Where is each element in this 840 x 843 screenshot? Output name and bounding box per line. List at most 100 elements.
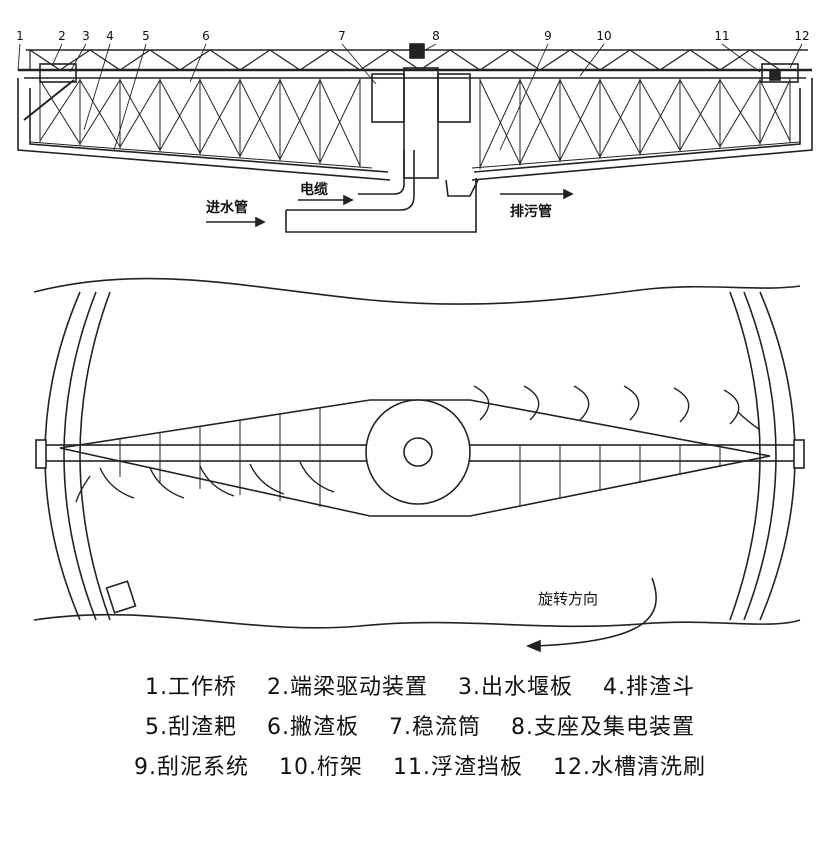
truss-brace	[719, 79, 761, 144]
callout-leader	[83, 43, 111, 131]
wash-brush	[769, 69, 781, 81]
legend-item: 1.工作桥	[145, 675, 237, 700]
truss-brace	[119, 79, 161, 151]
cable-label: 电缆	[300, 181, 328, 198]
skimmer-arm	[23, 79, 75, 121]
callout-leader	[721, 43, 761, 73]
scraper-blade	[75, 475, 91, 503]
callout-number: 3	[82, 29, 90, 43]
scraper-blade	[737, 411, 761, 431]
scraper-blade	[299, 461, 335, 493]
stilling-well-plan	[365, 399, 471, 505]
truss-brace	[239, 79, 281, 157]
scraper-line-left	[29, 141, 373, 169]
legend-item: 2.端梁驱动装置	[267, 675, 428, 700]
legend-item: 7.稳流筒	[389, 715, 481, 740]
rotation-label: 旋转方向	[538, 590, 598, 608]
callout-number: 4	[106, 29, 114, 43]
truss-brace	[319, 79, 361, 163]
truss-brace	[159, 79, 201, 154]
tank-wall-right-trough	[729, 291, 761, 621]
bridge-top-truss	[29, 48, 781, 71]
center-column	[403, 67, 439, 179]
tank-wall-left-outer	[44, 291, 81, 621]
legend-item: 10.桁架	[279, 755, 363, 780]
truss-brace	[279, 79, 321, 163]
truss-brace	[599, 79, 641, 154]
scraper-blade	[249, 463, 285, 495]
end-drive-left	[39, 63, 77, 83]
scraper-blade	[99, 467, 135, 499]
drain-arrowhead	[563, 188, 574, 200]
legend-row: 5.刮渣耙 6.撇渣板 7.稳流筒 8.支座及集电装置	[0, 708, 840, 748]
truss-plan-outline	[59, 399, 771, 517]
inlet-arrowhead	[255, 216, 266, 228]
truss-brace	[239, 79, 281, 160]
tank-wall-right-outer	[759, 291, 796, 621]
callout-leader	[69, 43, 87, 73]
truss-brace	[119, 79, 161, 148]
scraper-blade	[673, 387, 690, 423]
truss-plan-ribs	[119, 407, 721, 507]
callout-number: 9	[544, 29, 552, 43]
truss-brace	[519, 79, 561, 161]
tank-outline	[17, 78, 813, 181]
legend-item: 8.支座及集电装置	[511, 715, 695, 740]
callout-number: 11	[714, 29, 729, 43]
rotation-arrowhead	[525, 639, 541, 653]
callout-leader	[189, 43, 207, 83]
break-line-bottom	[33, 613, 801, 629]
truss-brace	[199, 79, 241, 154]
truss-brace	[759, 79, 791, 142]
callout-number: 2	[58, 29, 66, 43]
callout-number: 12	[794, 29, 809, 43]
scraper-blades	[75, 385, 761, 503]
center-support	[409, 43, 425, 59]
scraper-blade	[623, 385, 640, 421]
bridge-end-right	[793, 439, 805, 469]
stilling-well-right	[437, 73, 471, 123]
truss-brace	[79, 79, 121, 145]
truss-brace	[39, 79, 81, 145]
scraper-line-right	[471, 141, 801, 169]
truss-brace	[759, 79, 791, 144]
plan-view	[33, 277, 805, 653]
callout-number: 1	[16, 29, 24, 43]
callout-number: 10	[596, 29, 611, 43]
scraper-blade	[723, 389, 740, 425]
tank-wall-left-inner	[63, 291, 97, 621]
callout-number: 5	[142, 29, 150, 43]
callout-number: 6	[202, 29, 210, 43]
drain-label: 排污管	[510, 203, 552, 220]
tank-wall-left-trough	[79, 291, 111, 621]
truss-brace	[559, 79, 601, 158]
tank-inner-wall	[29, 88, 801, 173]
scraper-blade	[199, 465, 235, 497]
truss-brace	[679, 79, 721, 151]
stilling-well-left	[371, 73, 405, 123]
scraper-blade	[523, 385, 540, 421]
legend-item: 5.刮渣耙	[145, 715, 237, 740]
callout-number: 8	[432, 29, 440, 43]
end-drive-right	[761, 63, 799, 83]
callout-leader	[51, 43, 63, 67]
truss-brace	[159, 79, 201, 151]
truss-brace	[39, 79, 81, 142]
scraper-blade	[149, 467, 185, 499]
truss-brace	[479, 79, 521, 168]
scraper-blade	[573, 385, 590, 421]
inlet-label: 进水管	[206, 199, 248, 216]
truss-brace	[639, 79, 681, 151]
callout-number: 7	[338, 29, 346, 43]
parts-legend: 1.工作桥 2.端梁驱动装置 3.出水堰板 4.排渣斗 5.刮渣耙 6.撇渣板 …	[0, 668, 840, 788]
scum-box	[105, 580, 137, 614]
truss-brace	[639, 79, 681, 154]
bridge-end-left	[35, 439, 47, 469]
truss-brace	[199, 79, 241, 157]
callout-leader	[417, 43, 437, 55]
truss-brace	[479, 79, 521, 164]
truss-brace	[79, 79, 121, 148]
legend-item: 11.浮渣挡板	[393, 755, 523, 780]
